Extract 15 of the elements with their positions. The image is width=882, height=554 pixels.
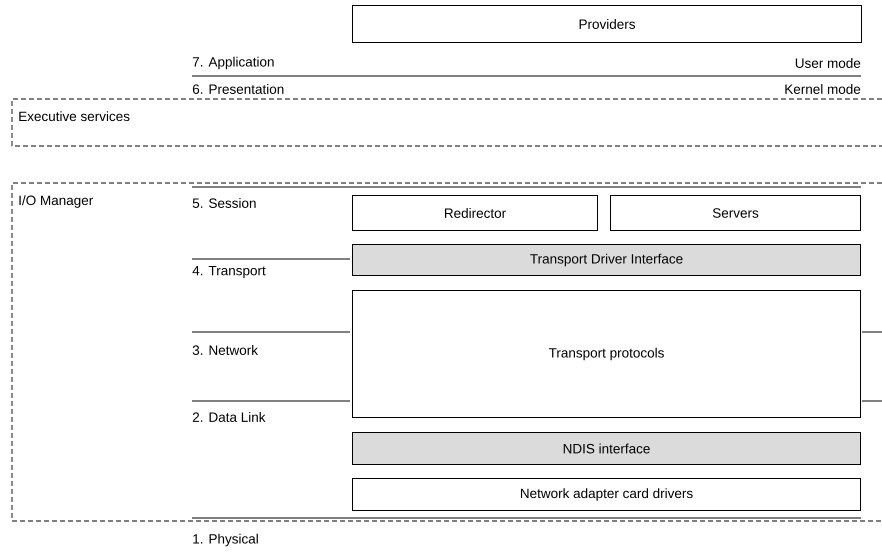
layer-label: User mode: [796, 58, 860, 68]
component-box: Redirector: [352, 195, 598, 231]
layer-label: 1. Physical: [193, 534, 258, 546]
interface-band: NDIS interface: [352, 432, 862, 465]
layer-label: 5. Session: [192, 198, 256, 208]
layer-label: 7. Application: [192, 56, 274, 70]
component-box: Providers: [352, 5, 862, 43]
interface-band: Transport Driver Interface: [352, 244, 862, 276]
component-box: Transport protocols: [352, 290, 862, 418]
layer-label: 4. Transport: [192, 266, 266, 278]
layer-label: 2. Data Link: [192, 412, 266, 422]
component-box: Network adapter card drivers: [352, 478, 862, 511]
region-band: Executive services: [12, 98, 882, 146]
layer-label: 3. Network: [192, 345, 258, 355]
component-box: Servers: [610, 195, 862, 231]
